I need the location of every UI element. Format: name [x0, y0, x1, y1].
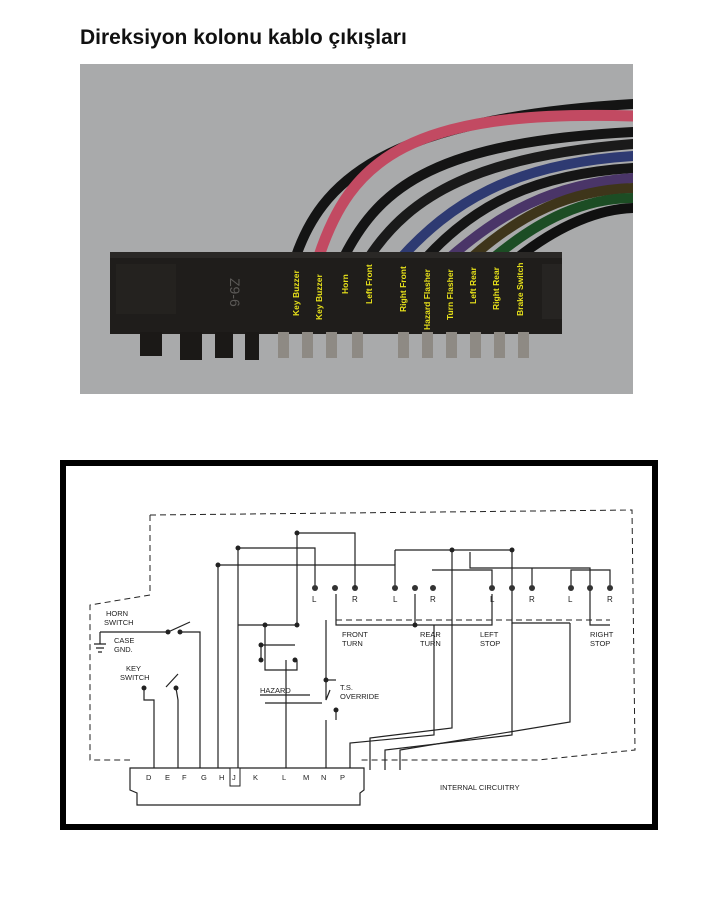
wire-label-key-buzzer-2: Key Buzzer — [314, 273, 324, 320]
front-turn-label-1: FRONT — [342, 630, 368, 639]
left-stop-label-1: LEFT — [480, 630, 499, 639]
pin-m: M — [303, 773, 309, 782]
wire-label-right-front: Right Front — [398, 266, 408, 312]
pin-p: P — [340, 773, 345, 782]
pin-f: F — [182, 773, 187, 782]
case-gnd-label-1: CASE — [114, 636, 134, 645]
pin-k: K — [253, 773, 258, 782]
pin-n: N — [321, 773, 326, 782]
pin-l: L — [282, 773, 286, 782]
terminal-pins — [278, 332, 529, 358]
internal-circuitry-label: INTERNAL CIRCUITRY — [440, 783, 520, 792]
key-switch-label-1: KEY — [126, 664, 141, 673]
front-turn-label-2: TURN — [342, 639, 363, 648]
wire-label-left-rear: Left Rear — [468, 266, 478, 304]
letter-l-2: L — [393, 595, 398, 604]
horn-switch-label-1: HORN — [106, 609, 128, 618]
wire-label-horn: Horn — [340, 274, 350, 294]
switch-contacts — [312, 585, 613, 591]
wire-label-brake-switch: Brake Switch — [515, 263, 525, 316]
letter-r-1: R — [352, 595, 358, 604]
left-labels: HORN SWITCH CASE GND. KEY SWITCH — [104, 609, 150, 682]
pin-e: E — [165, 773, 170, 782]
left-stop-label-2: STOP — [480, 639, 500, 648]
diagram-frame — [60, 460, 658, 830]
rear-turn-label-2: TURN — [420, 639, 441, 648]
connector-body: Z9-6 — [110, 252, 562, 360]
junction-dots — [141, 530, 515, 713]
function-labels: FRONT TURN REAR TURN LEFT STOP RIGHT STO… — [260, 630, 614, 792]
letter-r-3: R — [529, 595, 535, 604]
key-switch-label-2: SWITCH — [120, 673, 150, 682]
letter-r-4: R — [607, 595, 613, 604]
wiring-diagram: L R L R L R L R — [60, 460, 658, 830]
rear-turn-label-1: REAR — [420, 630, 441, 639]
right-stop-label-2: STOP — [590, 639, 610, 648]
pin-letters: D E F G H J K L M N P — [146, 773, 345, 782]
case-gnd-label-2: GND. — [114, 645, 133, 654]
letter-l-1: L — [312, 595, 317, 604]
ts-override-label-1: T.S. — [340, 683, 353, 692]
letter-l-4: L — [568, 595, 573, 604]
pin-j: J — [232, 773, 236, 782]
pin-connector — [129, 767, 365, 806]
wire-label-right-rear: Right Rear — [491, 266, 501, 310]
pin-h: H — [219, 773, 224, 782]
pin-g: G — [201, 773, 207, 782]
connector-part-number: Z9-6 — [227, 278, 243, 307]
page-title: Direksiyon kolonu kablo çıkışları — [80, 26, 407, 49]
wire-bundle — [290, 99, 633, 265]
wire-label-hazard-flasher: Hazard Flasher — [422, 268, 432, 330]
hazard-label: HAZARD — [260, 686, 291, 695]
wire-label-left-front: Left Front — [364, 264, 374, 304]
housing-outline — [89, 509, 636, 761]
pin-d: D — [146, 773, 152, 782]
ts-override-label-2: OVERRIDE — [340, 692, 379, 701]
horn-switch-label-2: SWITCH — [104, 618, 134, 627]
letter-r-2: R — [430, 595, 436, 604]
right-stop-label-1: RIGHT — [590, 630, 614, 639]
connector-photo: Z9-6 Key Buzzer Key Buzzer Horn Left Fro… — [80, 64, 633, 394]
wire-label-key-buzzer-1: Key Buzzer — [291, 269, 301, 316]
wire-labels: Key Buzzer Key Buzzer Horn Left Front Ri… — [291, 263, 525, 330]
wire-label-turn-flasher: Turn Flasher — [445, 268, 455, 320]
